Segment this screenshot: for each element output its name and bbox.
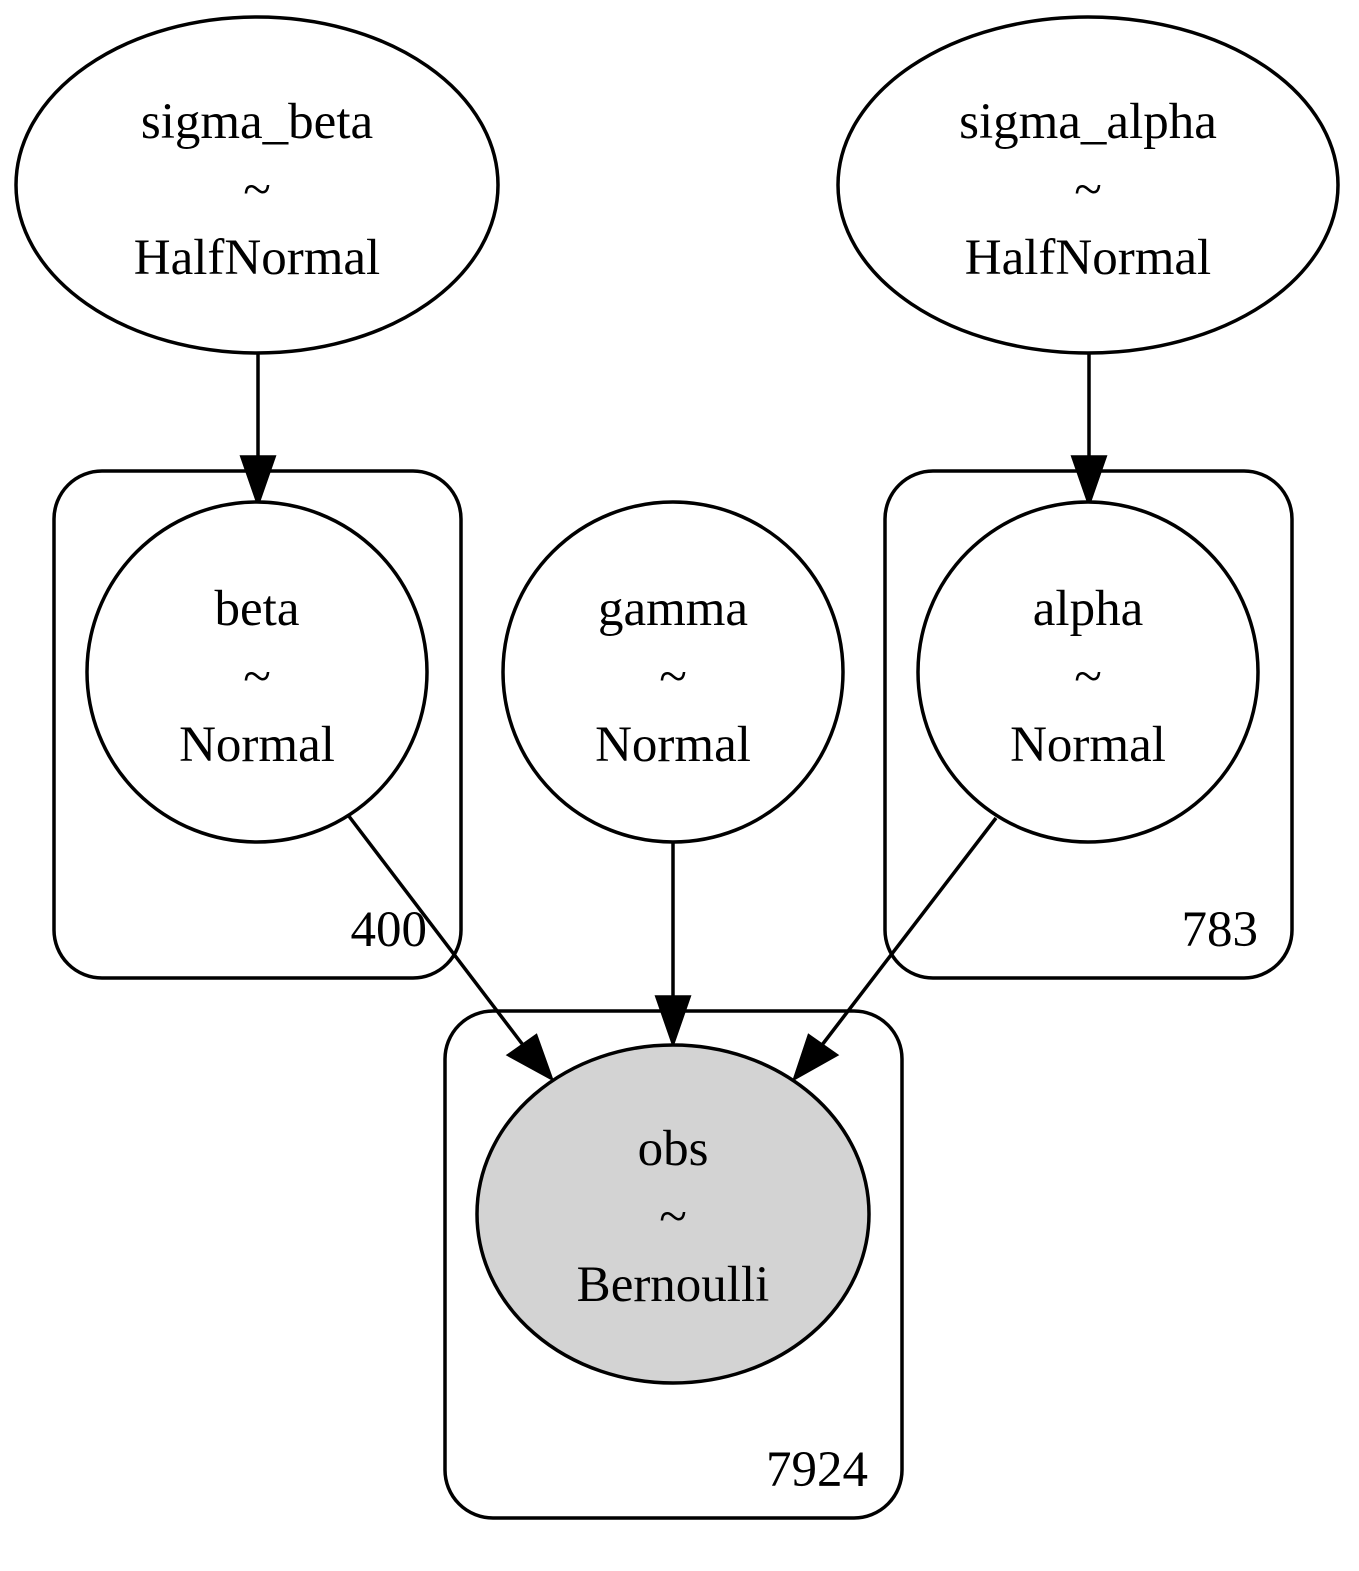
node-gamma-name: gamma	[598, 581, 748, 637]
node-sigma-beta-shape	[14, 15, 500, 355]
edge-sigma-beta-to-beta	[239, 353, 277, 509]
node-sigma-alpha-tilde: ~	[1074, 162, 1102, 218]
edge-beta-to-obs-line	[346, 813, 525, 1047]
node-alpha-shape	[916, 500, 1260, 844]
node-sigma-alpha-shape	[836, 15, 1340, 355]
edge-gamma-to-obs	[654, 841, 692, 1049]
node-beta: beta ~ Normal	[85, 500, 429, 844]
node-sigma-alpha-distribution: HalfNormal	[965, 230, 1211, 286]
node-alpha: alpha ~ Normal	[916, 500, 1260, 844]
plate-obs: 7924	[443, 1009, 904, 1520]
node-beta-shape	[85, 500, 429, 844]
node-gamma-distribution: Normal	[595, 717, 751, 773]
edge-beta-to-obs-arrowhead	[505, 1033, 555, 1082]
edge-beta-to-obs	[346, 813, 555, 1082]
edge-alpha-to-obs	[791, 816, 998, 1082]
node-obs: obs ~ Bernoulli	[475, 1043, 871, 1385]
node-alpha-tilde: ~	[1074, 649, 1102, 705]
node-gamma: gamma ~ Normal	[501, 500, 845, 844]
node-sigma-alpha-name: sigma_alpha	[959, 94, 1217, 150]
node-sigma-alpha: sigma_alpha ~ HalfNormal	[836, 15, 1340, 355]
edge-sigma-alpha-to-alpha-arrowhead	[1070, 455, 1108, 509]
node-obs-tilde: ~	[659, 1189, 687, 1245]
edge-alpha-to-obs-arrowhead	[791, 1033, 840, 1082]
node-beta-distribution: Normal	[179, 717, 335, 773]
edge-gamma-to-obs-arrowhead	[654, 995, 692, 1049]
node-sigma-beta-tilde: ~	[243, 162, 271, 218]
node-sigma-beta-name: sigma_beta	[141, 94, 373, 150]
edge-sigma-alpha-to-alpha	[1070, 353, 1108, 509]
edge-sigma-beta-to-beta-arrowhead	[239, 455, 277, 509]
plate-alpha-size: 783	[1182, 902, 1259, 958]
node-gamma-tilde: ~	[659, 649, 687, 705]
plate-obs-size: 7924	[766, 1442, 868, 1498]
node-gamma-shape	[501, 500, 845, 844]
node-alpha-distribution: Normal	[1010, 717, 1166, 773]
node-sigma-beta-distribution: HalfNormal	[134, 230, 380, 286]
node-alpha-name: alpha	[1033, 581, 1143, 637]
node-obs-distribution: Bernoulli	[577, 1257, 770, 1313]
node-beta-name: beta	[215, 581, 300, 637]
node-sigma-beta: sigma_beta ~ HalfNormal	[14, 15, 500, 355]
node-obs-name: obs	[638, 1121, 709, 1177]
node-beta-tilde: ~	[243, 649, 271, 705]
plate-beta-size: 400	[351, 902, 428, 958]
node-obs-shape	[475, 1043, 871, 1385]
edge-alpha-to-obs-line	[820, 816, 998, 1047]
